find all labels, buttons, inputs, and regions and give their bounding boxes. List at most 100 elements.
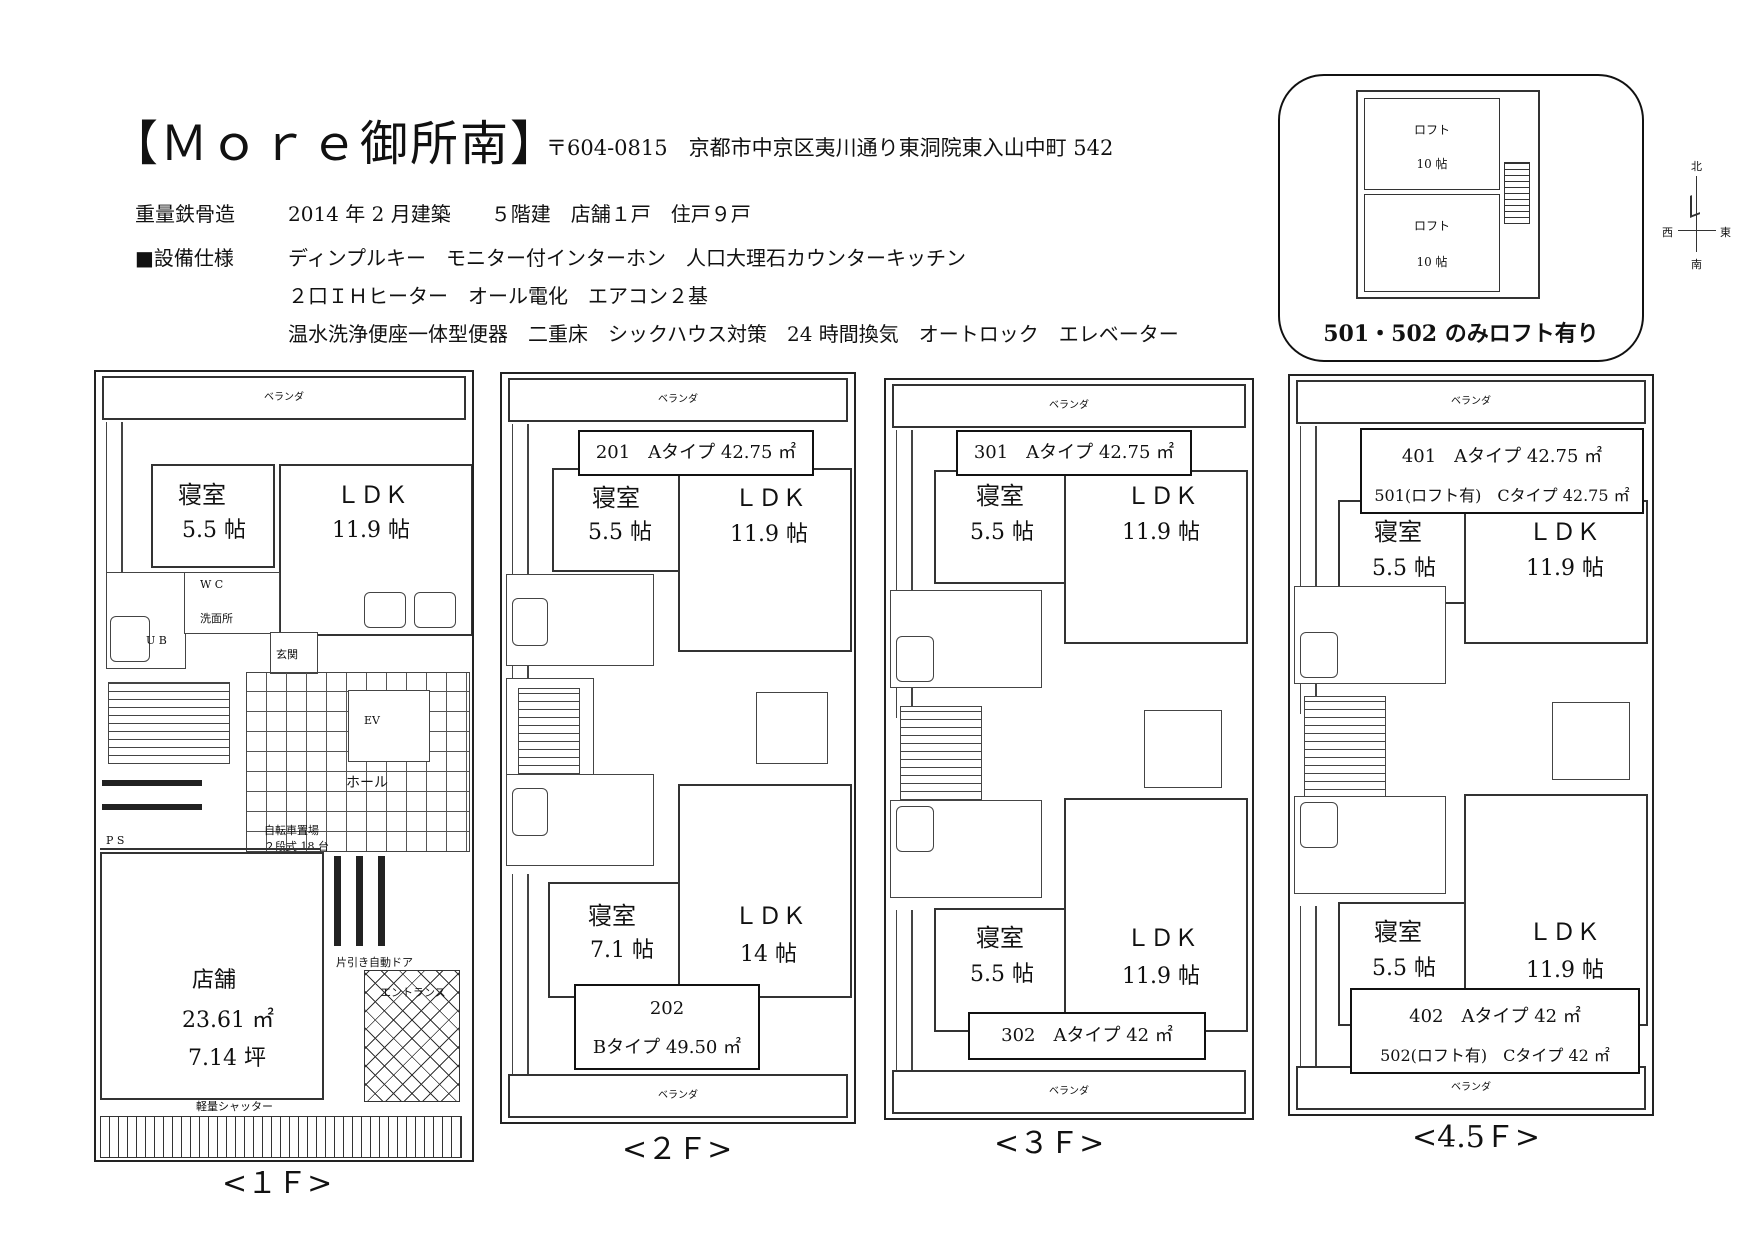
auto-door-label: 片引き自動ドア <box>336 956 413 969</box>
ldk-302-size: 11.9 帖 <box>1122 964 1200 989</box>
compass-arrow-icon <box>1690 192 1700 218</box>
bedroom-302-size: 5.5 帖 <box>970 962 1034 987</box>
wic-2f-bottom <box>512 874 529 1074</box>
ub-label: U B <box>146 634 167 647</box>
compass-ew-line <box>1678 230 1716 231</box>
stairs-1f <box>108 682 230 764</box>
bike-rack-6 <box>356 856 363 946</box>
ldk-301-label: ＬＤＫ <box>1126 482 1198 510</box>
floor-label-1f: <１Ｆ> <box>222 1166 333 1201</box>
floor-plan-1f: ベランダ 寝室 5.5 帖 ＬＤＫ 11.9 帖 U B W C 洗面所 玄関 … <box>94 370 474 1162</box>
unit-302-label: 302 Aタイプ 42 ㎡ <box>968 1012 1206 1060</box>
wic-1f <box>106 422 123 640</box>
bathtub-icon <box>110 616 150 662</box>
loft-size-2: 10 帖 <box>1416 255 1448 269</box>
floor-plan-3f: ベランダ 寝室 5.5 帖 ＬＤＫ 11.9 帖 寝室 5.5 帖 ＬＤＫ 11… <box>884 378 1254 1120</box>
compass-east: 東 <box>1720 226 1731 239</box>
entrance-label: 玄関 <box>276 648 298 661</box>
kitchen-sink-icon <box>364 592 406 628</box>
loft-label-1: ロフト <box>1413 123 1450 137</box>
bedroom-402-label: 寝室 <box>1374 918 1422 946</box>
ldk-402-size: 11.9 帖 <box>1526 958 1604 983</box>
ldk-402 <box>1464 794 1648 1026</box>
loft-plan: ロフト 10 帖 ロフト 10 帖 <box>1356 90 1540 299</box>
ldk-201-label: ＬＤＫ <box>734 484 806 512</box>
wic-45f-top <box>1300 426 1317 714</box>
loft-room-2: ロフト 10 帖 <box>1364 194 1500 292</box>
stairs-2f <box>518 688 580 790</box>
unit-501-text: 501(ロフト有) Cタイプ 42.75 ㎡ <box>1374 486 1630 505</box>
spec-line-1: ディンプルキー モニター付インターホン 人口大理石カウンターキッチン <box>288 246 966 270</box>
ps-label-1f: P S <box>106 834 125 847</box>
compass-north: 北 <box>1691 160 1702 173</box>
spec-line-3: 温水洗浄便座一体型便器 二重床 シックハウス対策 24 時間換気 オートロック … <box>288 322 1179 346</box>
bathtub-202-icon <box>512 788 548 836</box>
shop-tsubo: 7.14 坪 <box>188 1046 266 1071</box>
elevator-2f <box>756 692 828 764</box>
spec-line-2: ２口ＩＨヒーター オール電化 エアコン２基 <box>288 284 708 308</box>
bedroom-202-label: 寝室 <box>588 902 636 930</box>
bike-rack-rail-1 <box>102 780 202 786</box>
address: 〒604-0815 京都市中京区夷川通り東洞院東入山中町 542 <box>546 136 1114 160</box>
loft-caption: 501・502 のみロフト有り <box>1323 321 1599 347</box>
wic-3f-bottom <box>896 910 913 1070</box>
bedroom-202-size: 7.1 帖 <box>590 938 654 963</box>
ldk-302-label: ＬＤＫ <box>1126 924 1198 952</box>
bedroom-101-size: 5.5 帖 <box>182 518 246 543</box>
ldk-201 <box>678 468 852 652</box>
compass-south: 南 <box>1691 258 1702 271</box>
bedroom-301-label: 寝室 <box>976 482 1024 510</box>
veranda-1f: ベランダ <box>102 376 466 420</box>
bedroom-202 <box>548 882 680 998</box>
page-title: 【Ｍｏｒｅ御所南】 <box>110 116 561 172</box>
shop-top-wall <box>100 848 320 850</box>
bedroom-201-size: 5.5 帖 <box>588 520 652 545</box>
bedroom-301 <box>934 470 1066 584</box>
washroom-101 <box>184 572 280 634</box>
shutter-label: 軽量シャッター <box>196 1100 273 1113</box>
ih-cooktop-icon <box>414 592 456 628</box>
elevator-label: EV <box>364 714 380 727</box>
bedroom-201 <box>552 468 680 572</box>
veranda-3f-top: ベランダ <box>892 384 1246 428</box>
bedroom-402-size: 5.5 帖 <box>1372 956 1436 981</box>
loft-panel: ロフト 10 帖 ロフト 10 帖 501・502 のみロフト有り <box>1278 74 1644 362</box>
entrance-101 <box>270 632 318 674</box>
bike-rack-rail-2 <box>102 804 202 810</box>
wic-3f-top <box>896 430 913 718</box>
hall-label: ホール <box>346 775 388 791</box>
ldk-101-label: ＬＤＫ <box>336 481 408 509</box>
bedroom-101 <box>151 464 275 568</box>
bedroom-401-size: 5.5 帖 <box>1372 556 1436 581</box>
veranda-2f-top: ベランダ <box>508 378 848 422</box>
ldk-401-label: ＬＤＫ <box>1528 518 1600 546</box>
bathtub-301-icon <box>896 636 934 682</box>
spec-built: 2014 年 2 月建築 ５階建 店舗１戸 住戸９戸 <box>288 202 751 226</box>
stairs-3f <box>900 706 982 808</box>
ldk-302 <box>1064 798 1248 1032</box>
bedroom-201-label: 寝室 <box>592 484 640 512</box>
unit-402-text: 402 Aタイプ 42 ㎡ <box>1409 1006 1581 1027</box>
wic-45f-bottom <box>1300 906 1317 1066</box>
bike-rack-7 <box>378 856 385 946</box>
compass-ns-line <box>1696 176 1697 252</box>
shop-1f <box>100 852 324 1100</box>
ldk-301 <box>1064 470 1248 644</box>
shop-name: 店舗 <box>192 968 237 993</box>
ldk-201-size: 11.9 帖 <box>730 522 808 547</box>
unit-301-label: 301 Aタイプ 42.75 ㎡ <box>956 430 1192 476</box>
bike-rack-5 <box>334 856 341 946</box>
spec-equipment-label: ■設備仕様 <box>135 246 234 270</box>
elevator-1f <box>348 690 430 762</box>
unit-202-type: Bタイプ 49.50 ㎡ <box>592 1037 742 1058</box>
bathtub-401-icon <box>1300 632 1338 678</box>
unit-202-number: 202 <box>649 998 685 1019</box>
shop-area: 23.61 ㎡ <box>182 1008 274 1033</box>
elevator-45f <box>1552 702 1630 780</box>
bedroom-302-label: 寝室 <box>976 924 1024 952</box>
ldk-301-size: 11.9 帖 <box>1122 520 1200 545</box>
ldk-401-size: 11.9 帖 <box>1526 556 1604 581</box>
loft-ladder <box>1504 162 1530 224</box>
entrance-hatch-1f <box>364 970 460 1102</box>
veranda-3f-bottom: ベランダ <box>892 1070 1246 1114</box>
